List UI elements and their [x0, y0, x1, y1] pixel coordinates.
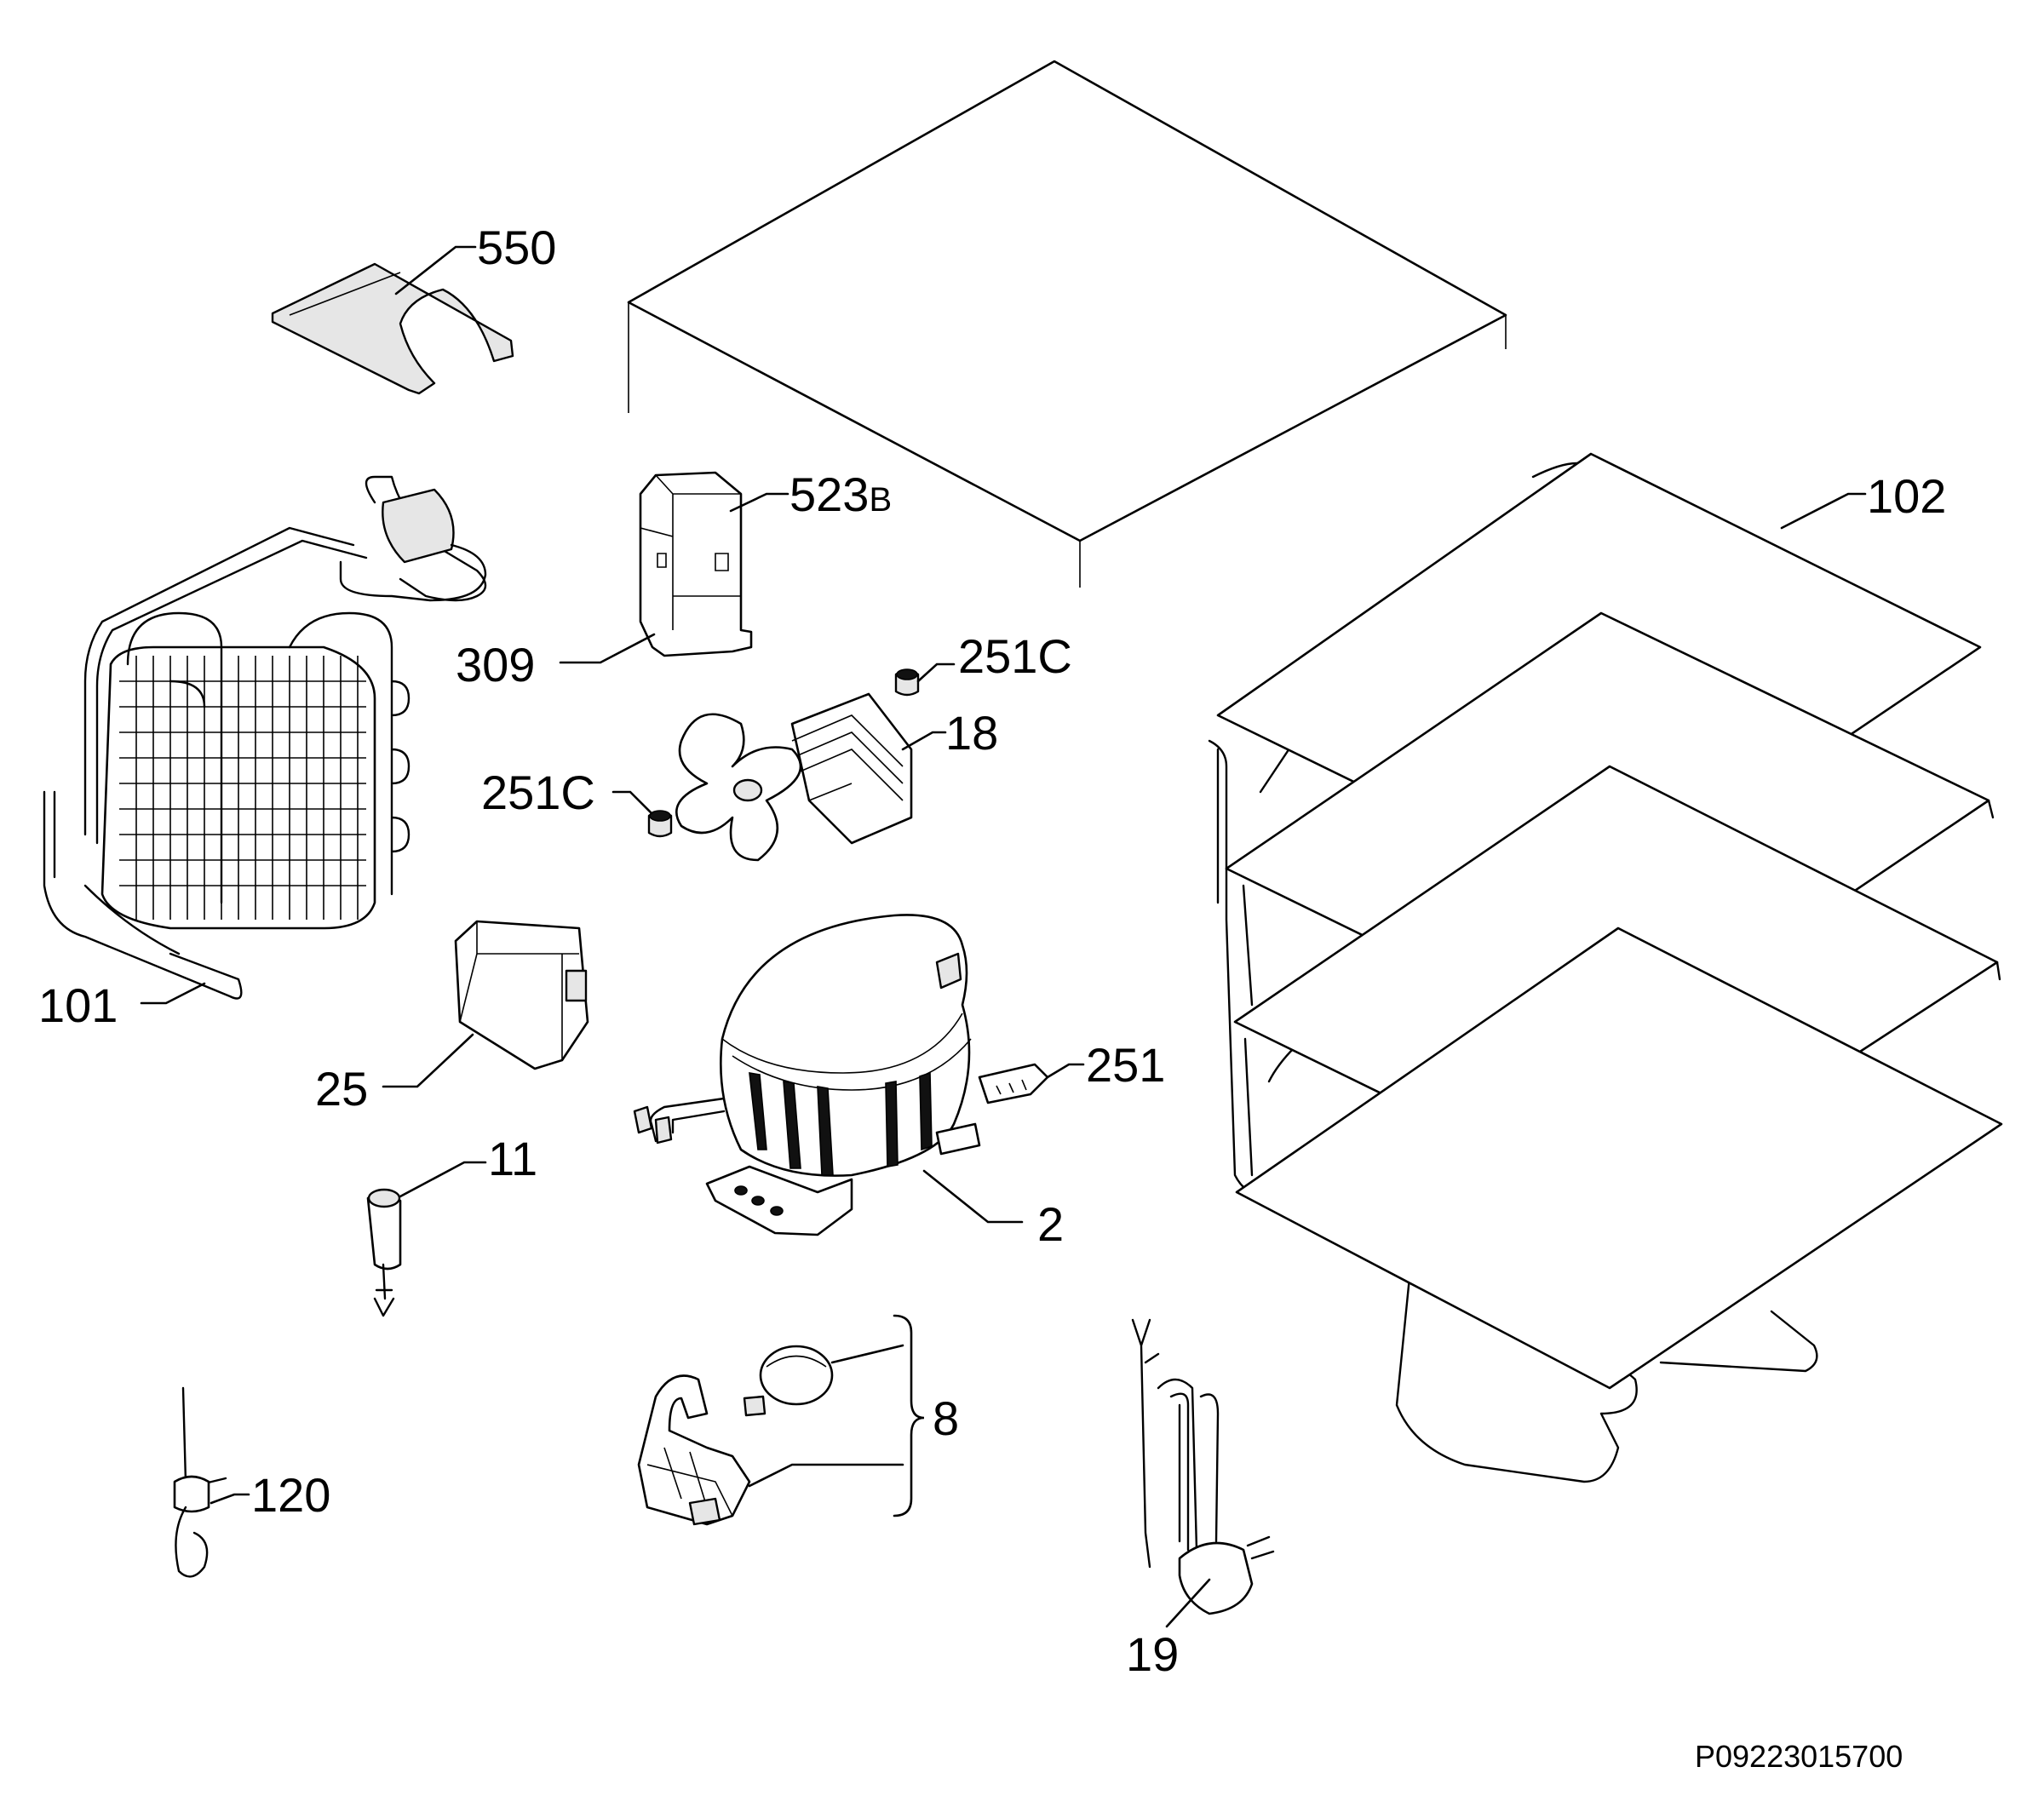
- callout-550: 550: [477, 221, 556, 274]
- relay-box-25: [454, 920, 589, 1070]
- leader-2: [922, 1169, 1024, 1224]
- callout-523b: 523B: [789, 468, 892, 521]
- leader-251c-left: [611, 790, 653, 815]
- callout-101: 101: [38, 978, 118, 1032]
- cabinet-top-panel: [627, 60, 1507, 588]
- callout-8: 8: [933, 1391, 959, 1445]
- callout-120: 120: [251, 1468, 330, 1522]
- leader-19: [1165, 1578, 1211, 1628]
- nut-251c-left: [647, 810, 673, 838]
- leader-8-upper: [830, 1344, 904, 1364]
- condenser-101: [43, 475, 487, 1000]
- leader-523b: [729, 492, 789, 513]
- callout-19: 19: [1126, 1627, 1179, 1681]
- leader-8-lower: [748, 1463, 904, 1488]
- callout-25: 25: [315, 1062, 368, 1116]
- callout-2: 2: [1037, 1197, 1064, 1251]
- callout-251c-left: 251C: [481, 766, 595, 819]
- leader-102: [1780, 492, 1867, 530]
- leader-18: [901, 731, 947, 751]
- leader-309: [559, 633, 656, 664]
- bracket-550: [271, 262, 514, 395]
- shelves-102: [1208, 452, 2003, 1483]
- leader-251: [1046, 1063, 1085, 1079]
- sensor-120: [173, 1386, 227, 1578]
- power-cord-19: [1131, 1318, 1275, 1615]
- callout-523-number: 523: [789, 468, 869, 521]
- callout-251c-top: 251C: [958, 629, 1072, 683]
- callout-18: 18: [945, 706, 998, 760]
- thermostat-11: [366, 1188, 402, 1317]
- callout-11: 11: [488, 1132, 537, 1185]
- starter-relay-8: [637, 1345, 834, 1526]
- callout-102: 102: [1867, 469, 1946, 523]
- leader-120: [210, 1493, 250, 1505]
- leader-25: [382, 1033, 474, 1088]
- leader-251c-top: [916, 663, 956, 683]
- reference-code: P09223015700: [1695, 1739, 1903, 1774]
- nut-251c-top: [894, 668, 920, 697]
- compressor-2: [633, 914, 1049, 1236]
- fan-motor-18: [675, 692, 913, 862]
- callout-523-suffix: B: [869, 481, 892, 519]
- leader-550: [394, 245, 477, 295]
- callout-309: 309: [456, 638, 535, 691]
- relay-cover-523b: [639, 471, 753, 657]
- callout-251: 251: [1086, 1038, 1165, 1092]
- bracket-8: [893, 1314, 925, 1517]
- leader-11: [399, 1161, 487, 1198]
- leader-101: [140, 982, 206, 1005]
